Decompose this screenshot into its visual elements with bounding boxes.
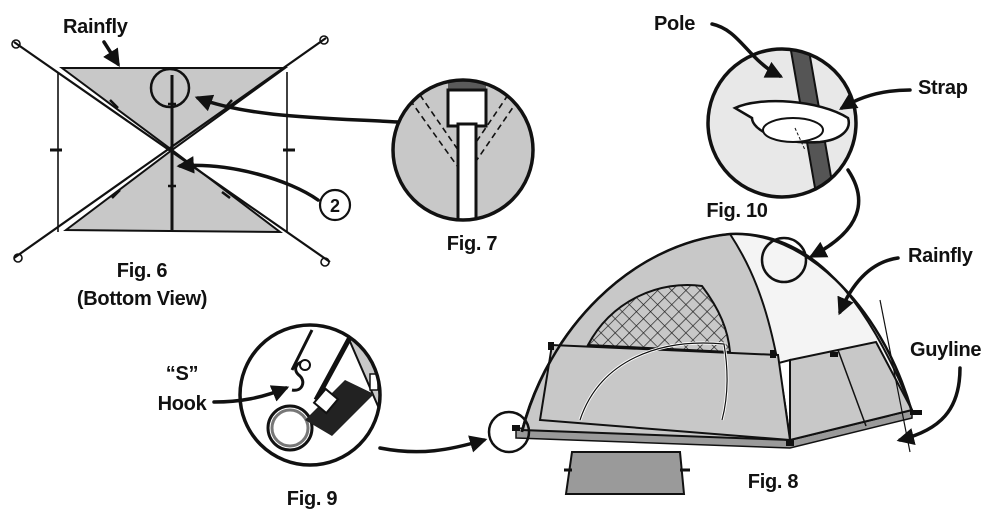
fig9-s-label: “S” (166, 363, 198, 385)
fig6-rainfly-label: Rainfly (63, 16, 129, 38)
fig10-magnify-circle (706, 47, 858, 199)
fig6-to-fig7-arrow (194, 94, 400, 124)
fig6-callout-circle (149, 67, 191, 109)
fig8-mesh-window (586, 284, 732, 354)
fig6-rainfly-bottom-view: Rainfly 2 Fig. 6 (Bottom View) (11, 16, 400, 310)
fig8-tent-with-rainfly: Rainfly Guyline Fig. 8 (487, 232, 982, 495)
fig10-strap-detail: Pole Strap Fig. 10 (654, 13, 968, 258)
fig9-s-hook-detail: “S” Hook Fig. 9 (158, 323, 488, 510)
fig6-caption: Fig. 6 (117, 260, 168, 282)
fig6-guyline-diag-1 (13, 41, 331, 263)
fig9-hook-label: Hook (158, 393, 208, 415)
fig7-magnify-circle (391, 78, 535, 222)
fig6-subcaption: (Bottom View) (77, 288, 207, 310)
fig8-caption: Fig. 8 (748, 471, 799, 493)
fig10-pole-label: Pole (654, 13, 695, 35)
fig6-number-2: 2 (330, 196, 340, 216)
fig8-guyline-label: Guyline (910, 339, 981, 361)
fig6-guyline-diag-2 (13, 37, 327, 259)
fig10-strap-label: Strap (918, 77, 968, 99)
fig8-hook-callout-circle (487, 410, 531, 454)
fig7-caption: Fig. 7 (447, 233, 498, 255)
fig9-to-fig8-arrow (378, 435, 488, 454)
fig9-caption: Fig. 9 (287, 488, 338, 510)
fig10-caption: Fig. 10 (706, 200, 767, 222)
fig8-ground-tarp (564, 451, 686, 495)
fig8-strap-callout-circle (760, 236, 808, 284)
fig6-number-2-badge (318, 188, 352, 222)
fig7-pole-detail: Fig. 7 (391, 78, 535, 255)
fig8-rainfly-label: Rainfly (908, 245, 974, 267)
fig9-magnify-circle (238, 323, 382, 467)
